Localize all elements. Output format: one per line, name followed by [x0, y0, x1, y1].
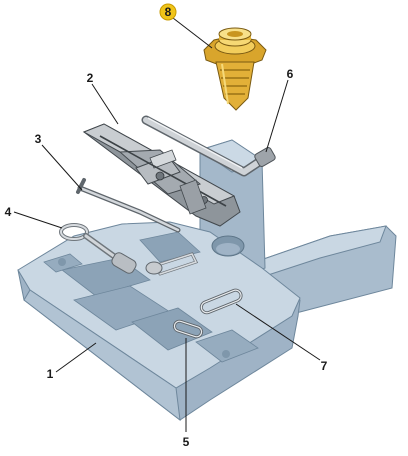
tool-tray [17, 139, 397, 422]
callout-3: 3 [35, 132, 42, 146]
callout-1: 1 [47, 367, 54, 381]
callout-labels: 8 2 6 3 4 1 5 7 [5, 3, 328, 449]
callout-4: 4 [5, 205, 12, 219]
callout-6: 6 [287, 67, 294, 81]
bolt-remover-clip [199, 288, 243, 315]
callout-2: 2 [87, 71, 94, 85]
leader-4 [13, 211, 63, 229]
leader-8 [172, 17, 213, 49]
leader-3 [41, 144, 83, 191]
wire-hook [172, 319, 204, 339]
wheel-retaining-bolt [203, 27, 267, 111]
leader-lines [13, 17, 321, 432]
leader-6 [265, 79, 289, 153]
towing-eye [59, 223, 137, 274]
wire-hook-tray [145, 252, 199, 276]
callout-5: 5 [183, 435, 190, 449]
callout-8-highlight [159, 3, 177, 21]
wheel-wrench [141, 115, 276, 177]
leader-2 [91, 83, 119, 125]
crank-handle [76, 178, 181, 233]
leader-7 [235, 303, 321, 361]
callout-8: 8 [165, 5, 172, 19]
callout-7: 7 [321, 359, 328, 373]
leader-1 [55, 342, 97, 373]
jack [82, 123, 241, 227]
